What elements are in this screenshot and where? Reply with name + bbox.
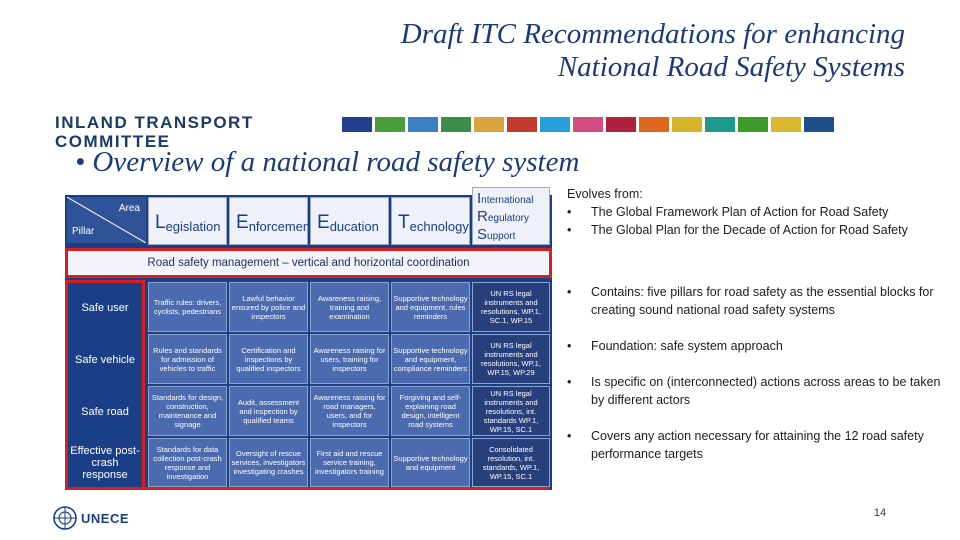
row-label-post-crash: Effective post-crash response [70, 445, 140, 481]
cell-vehicle-education: Awareness raising for users, training fo… [310, 334, 389, 384]
evolves-item: •The Global Framework Plan of Action for… [567, 205, 889, 219]
org-name: INLAND TRANSPORT COMMITTEE [55, 113, 295, 151]
row-labels-highlight-frame [65, 280, 145, 490]
color-swatch [639, 117, 669, 132]
cell-postcrash-legislation: Standards for data collection post-crash… [148, 438, 227, 487]
slide-title: Draft ITC Recommendations for enhancing … [280, 18, 905, 84]
unece-logo-text: UNECE [81, 510, 130, 526]
cell-postcrash-enforcement: Oversight of rescue services, investigat… [229, 438, 308, 487]
title-line-2: National Road Safety Systems [557, 51, 905, 83]
color-swatch [474, 117, 504, 132]
color-swatch [507, 117, 537, 132]
color-swatch [672, 117, 702, 132]
color-swatch [408, 117, 438, 132]
row-label-safe-vehicle: Safe vehicle [75, 354, 135, 366]
sdg-color-strip [342, 117, 837, 132]
color-swatch [804, 117, 834, 132]
row-label-safe-user: Safe user [81, 302, 129, 314]
cell-road-legislation: Standards for design, construction, main… [148, 386, 227, 436]
org-line-1: INLAND TRANSPORT [55, 113, 254, 132]
evolves-item: •The Global Plan for the Decade of Actio… [567, 223, 908, 237]
color-swatch [573, 117, 603, 132]
corner-diagonal-line [67, 197, 146, 243]
cell-user-irs: UN RS legal instruments and resolutions,… [472, 282, 550, 332]
cell-road-enforcement: Audit, assessment and inspection by qual… [229, 386, 308, 436]
corner-area-label: Area [118, 203, 140, 214]
key-point: •Contains: five pillars for road safety … [567, 285, 934, 317]
cell-vehicle-technology: Supportive technology and equipment, com… [391, 334, 470, 384]
evolves-from-label: Evolves from: [567, 187, 643, 201]
key-point: •Covers any action necessary for attaini… [567, 429, 924, 461]
color-swatch [540, 117, 570, 132]
cell-road-irs: UN RS legal instruments and resolutions,… [472, 386, 550, 436]
cell-postcrash-education: First aid and rescue service training, i… [310, 438, 389, 487]
matrix-corner: Area Pillar [67, 197, 146, 243]
cell-vehicle-enforcement: Certification and inspections by qualifi… [229, 334, 308, 384]
color-swatch [375, 117, 405, 132]
color-swatch [606, 117, 636, 132]
cell-postcrash-technology: Supportive technology and equipment [391, 438, 470, 487]
column-header-international-regulatory-support: International Regulatory Support [472, 187, 550, 245]
page-number: 14 [873, 507, 887, 519]
key-point: •Foundation: safe system approach [567, 339, 783, 353]
color-swatch [342, 117, 372, 132]
color-swatch [441, 117, 471, 132]
bottom-highlight-line [145, 487, 549, 490]
cell-vehicle-legislation: Rules and standards for admission of veh… [148, 334, 227, 384]
slide-subtitle: • Overview of a national road safety sys… [75, 146, 580, 178]
title-line-1: Draft ITC Recommendations for enhancing [400, 18, 905, 50]
cell-user-technology: Supportive technology and equipment, rul… [391, 282, 470, 332]
coordination-banner: Road safety management – vertical and ho… [65, 248, 552, 278]
row-label-safe-road: Safe road [81, 406, 129, 418]
cell-user-education: Awareness raising, training and examinat… [310, 282, 389, 332]
color-swatch [771, 117, 801, 132]
cell-user-legislation: Traffic rules: drivers, cyclists, pedest… [148, 282, 227, 332]
un-emblem-icon [53, 506, 77, 530]
cell-road-technology: Forgiving and self-explaining road desig… [391, 386, 470, 436]
corner-pillar-label: Pillar [72, 226, 95, 237]
cell-postcrash-irs: Consolidated resolution, int. standards,… [472, 438, 550, 487]
org-line-2: COMMITTEE [55, 132, 171, 151]
key-point: •Is specific on (interconnected) actions… [567, 375, 941, 407]
unece-logo: UNECE [52, 505, 129, 531]
cell-road-education: Awareness raising for road managers, use… [310, 386, 389, 436]
cell-user-enforcement: Lawful behavior ensured by police and in… [229, 282, 308, 332]
cell-vehicle-irs: UN RS legal instruments and resolutions,… [472, 334, 550, 384]
color-swatch [705, 117, 735, 132]
color-swatch [738, 117, 768, 132]
